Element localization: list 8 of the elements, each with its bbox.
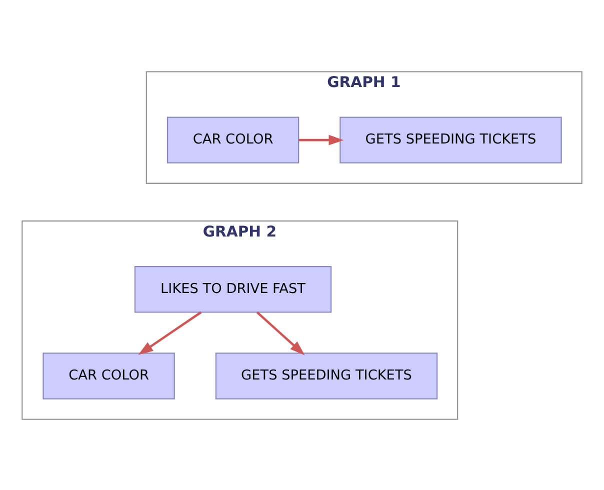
node-box: CAR COLOR: [166, 116, 300, 163]
node-box: LIKES TO DRIVE FAST: [134, 266, 332, 312]
node-box: CAR COLOR: [42, 352, 175, 399]
arrow: [138, 310, 202, 354]
node-box: GETS SPEEDING TICKETS: [215, 352, 438, 399]
node-box: GETS SPEEDING TICKETS: [340, 116, 562, 163]
arrow: [298, 134, 344, 145]
arrow: [256, 310, 305, 355]
